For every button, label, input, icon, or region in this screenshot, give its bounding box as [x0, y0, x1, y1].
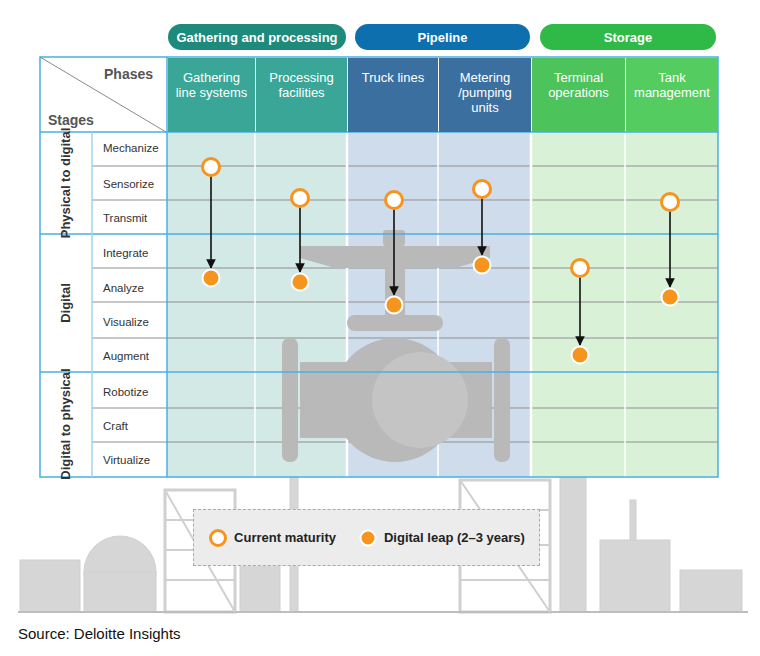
- column-header: Metering /pumping units: [439, 58, 531, 132]
- phase-pill: Gathering and processing: [168, 24, 346, 50]
- column-header: Processing facilities: [256, 58, 347, 132]
- open-circle-swatch: [208, 528, 228, 548]
- header-diagonal: [40, 57, 166, 132]
- column-header: Tank management: [626, 58, 718, 132]
- phase-title: Pipeline: [418, 30, 468, 45]
- stage-name: Integrate: [103, 245, 148, 261]
- column-title: Metering /pumping units: [443, 70, 527, 115]
- column-title: Terminal operations: [536, 70, 621, 100]
- scaffold-struts: [165, 480, 550, 612]
- current-maturity-marker: [203, 159, 679, 277]
- column-title: Gathering line systems: [172, 70, 251, 100]
- stage-name: Visualize: [103, 314, 149, 330]
- column-header: Truck lines: [348, 58, 438, 132]
- column-lines: [255, 132, 625, 477]
- stage-name: Virtualize: [103, 452, 150, 468]
- source-caption: Source: Deloitte Insights: [18, 625, 181, 642]
- phase-title: Gathering and processing: [176, 30, 337, 45]
- maturity-arrows: [211, 176, 670, 345]
- legend-text: Digital leap (2–3 years): [384, 530, 525, 545]
- column-title: Tank management: [630, 70, 714, 100]
- stage-name: Robotize: [103, 384, 148, 400]
- header-stages: Stages: [48, 112, 94, 128]
- stage-name: Sensorize: [103, 176, 154, 192]
- table-frame: [40, 57, 718, 477]
- column-title: Processing facilities: [260, 70, 343, 100]
- valve-illustration: [282, 230, 510, 462]
- filled-dot-swatch: [358, 528, 378, 548]
- digital-leap-marker: [203, 257, 679, 364]
- phase-pill: Pipeline: [355, 24, 530, 50]
- stage-name: Craft: [103, 418, 128, 434]
- column-header: Gathering line systems: [168, 58, 255, 132]
- legend-item: Digital leap (2–3 years): [358, 528, 525, 548]
- header-phases: Phases: [104, 66, 153, 82]
- phase-pill: Storage: [540, 24, 716, 50]
- stage-name: Augment: [103, 348, 149, 364]
- stage-group: Digital: [58, 283, 74, 323]
- column-header: Terminal operations: [532, 58, 625, 132]
- stage-name: Mechanize: [103, 140, 159, 156]
- stage-name: Analyze: [103, 280, 144, 296]
- stage-group: Digital to physical: [58, 368, 74, 479]
- storage-ground: [531, 132, 718, 477]
- column-title: Truck lines: [362, 70, 424, 85]
- legend-text: Current maturity: [234, 530, 336, 545]
- stage-group: Physical to digital: [58, 128, 74, 239]
- legend-item: Current maturity: [208, 528, 336, 548]
- stage-name: Transmit: [103, 210, 147, 226]
- phase-title: Storage: [604, 30, 652, 45]
- legend-box: Current maturity Digital leap (2–3 years): [193, 509, 540, 566]
